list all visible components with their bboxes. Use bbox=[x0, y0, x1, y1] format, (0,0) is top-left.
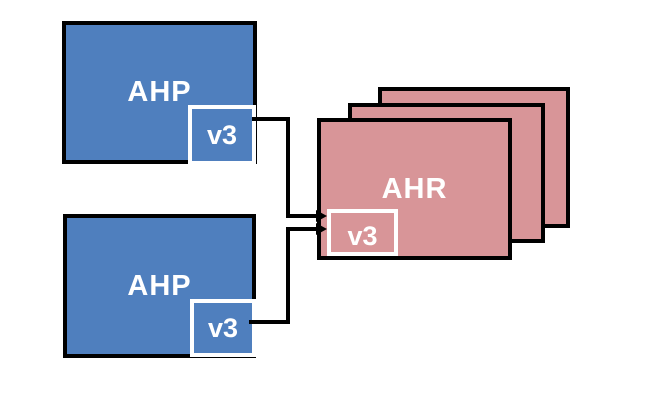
ahr-version-label: v3 bbox=[347, 220, 378, 251]
connector-top-h1 bbox=[252, 117, 290, 121]
connector-bottom-vertical bbox=[286, 227, 290, 324]
connector-top-vertical bbox=[286, 117, 290, 218]
ahp-bottom-version-label: v3 bbox=[207, 312, 239, 343]
connector-bottom-h2 bbox=[286, 227, 318, 231]
ahp-top-label: AHP bbox=[127, 76, 192, 108]
ahp-top-version-badge: v3 bbox=[188, 105, 256, 165]
ahp-bottom-node: AHP v3 bbox=[63, 214, 256, 358]
ahp-bottom-version-badge: v3 bbox=[190, 299, 256, 357]
connector-bottom-h1 bbox=[249, 320, 290, 324]
ahp-top-node: AHP v3 bbox=[62, 21, 257, 165]
ahr-front-node: AHR v3 bbox=[317, 118, 512, 260]
ahr-version-badge: v3 bbox=[327, 209, 398, 256]
connector-bottom-arrowhead-icon bbox=[316, 223, 327, 235]
ahp-top-version-label: v3 bbox=[206, 119, 238, 150]
ahr-label: AHR bbox=[381, 172, 448, 205]
connector-top-arrowhead-icon bbox=[316, 210, 327, 222]
ahp-bottom-label: AHP bbox=[127, 269, 192, 302]
connector-top-h2 bbox=[286, 214, 318, 218]
